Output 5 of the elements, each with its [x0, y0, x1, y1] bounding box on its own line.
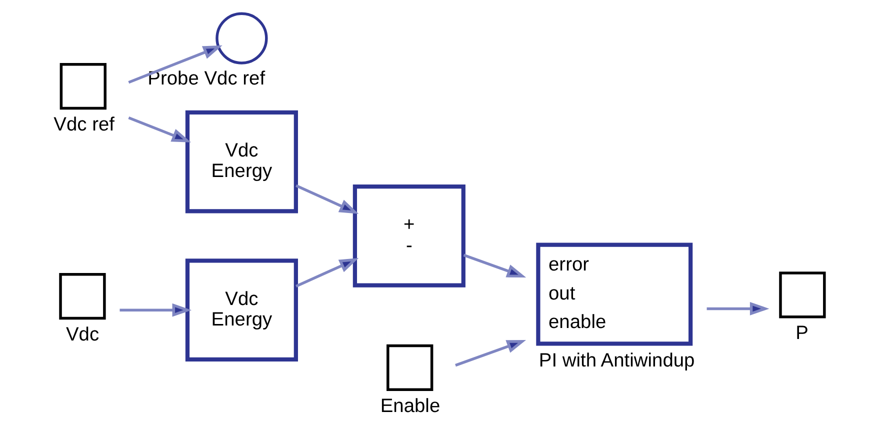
node-label: Enable	[380, 396, 440, 417]
node-label: P	[795, 323, 808, 344]
node-label: Vdc ref	[53, 114, 114, 136]
node-label: PI with Antiwindup	[538, 350, 694, 372]
node-label: Vdc	[66, 324, 99, 346]
